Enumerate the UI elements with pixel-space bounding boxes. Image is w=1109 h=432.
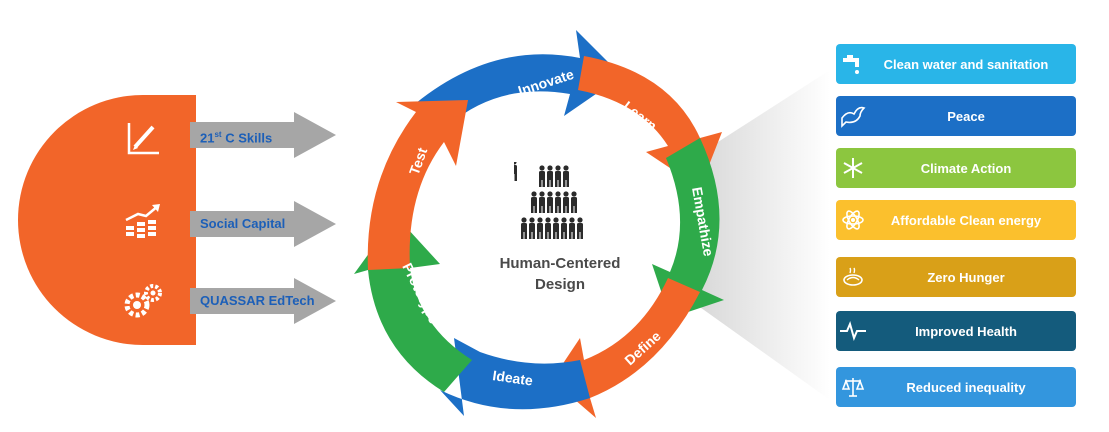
gears-icon — [118, 279, 168, 323]
goal-label: Clean water and sanitation — [883, 56, 1049, 72]
growth-coins-icon — [118, 200, 168, 244]
center-title-line1: Human-Centered — [499, 255, 621, 272]
step-define-arrow — [552, 278, 700, 418]
water-tap-icon — [836, 44, 870, 84]
center-title-line2: Design — [534, 276, 585, 293]
pencil-chart-icon — [118, 117, 168, 161]
food-bowl-icon — [836, 257, 870, 297]
funnel-shadow — [690, 70, 830, 400]
step-label: Ideate — [492, 367, 535, 389]
arrow-quassar-edtech: QUASSAR EdTech — [190, 278, 338, 324]
step-empathize-arrow — [652, 138, 724, 318]
goal-label: Peace — [947, 108, 985, 124]
arrow-social-capital: Social Capital — [190, 201, 338, 247]
step-ideate-arrow — [440, 338, 590, 416]
step-test-arrow — [367, 100, 468, 270]
goal-affordable-energy: Affordable Clean energy — [836, 200, 1076, 240]
goal-climate-action: Climate Action — [836, 148, 1076, 188]
goal-label: Affordable Clean energy — [890, 212, 1042, 228]
goal-label: Improved Health — [915, 323, 1017, 339]
goal-peace: Peace — [836, 96, 1076, 136]
goal-improved-health: Improved Health — [836, 311, 1076, 351]
goal-reduced-inequality: Reduced inequality — [836, 367, 1076, 407]
design-cycle: Innovate Learn Empathize Define Ideate P… — [340, 20, 750, 420]
goal-zero-hunger: Zero Hunger — [836, 257, 1076, 297]
center-title: Human-Centered Design — [480, 253, 640, 295]
arrow-label: Social Capital — [200, 216, 286, 231]
goal-clean-water: Clean water and sanitation — [836, 44, 1076, 84]
dove-icon — [836, 96, 870, 136]
arrow-label: 21st C Skills — [200, 130, 273, 146]
people-pyramid-icon — [514, 162, 583, 239]
goal-label: Climate Action — [920, 160, 1012, 176]
arrow-label: QUASSAR EdTech — [200, 293, 315, 308]
left-orange-panel — [18, 95, 196, 345]
heartbeat-icon — [836, 311, 870, 351]
goal-label: Reduced inequality — [906, 379, 1026, 395]
arrow-21st-c-skills: 21st C Skills — [190, 112, 338, 158]
goal-label: Zero Hunger — [927, 269, 1005, 285]
atom-icon — [836, 200, 870, 240]
snowflake-icon — [836, 148, 870, 188]
scales-icon — [836, 367, 870, 407]
